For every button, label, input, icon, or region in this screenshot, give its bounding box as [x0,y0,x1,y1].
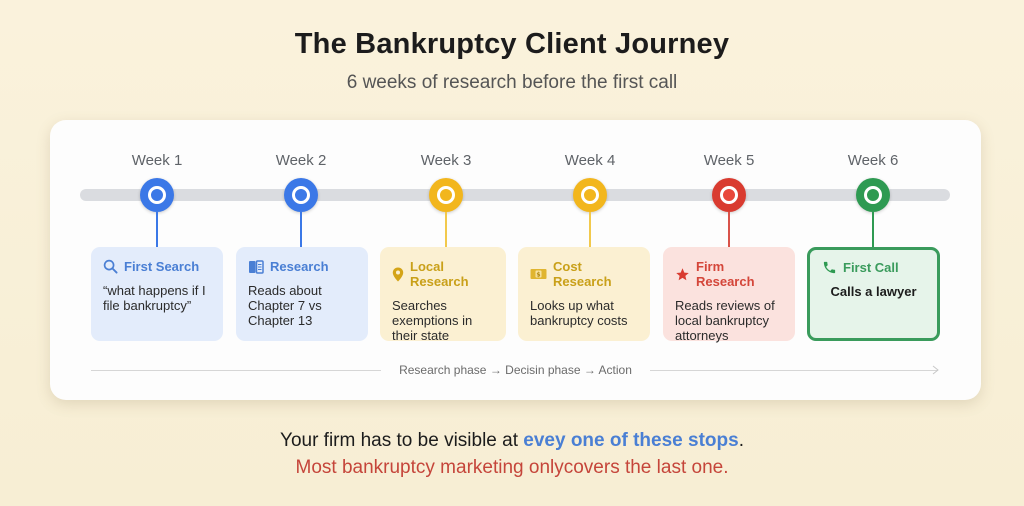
timeline-track [80,189,950,201]
stage-description: Calls a lawyer [830,284,917,299]
stage-title: Firm Research [696,259,755,289]
journey-panel: Week 1 First Search “what happens if I f… [50,120,981,400]
footer-suffix: . [738,430,744,451]
timeline-stem-6 [872,212,874,247]
stage-card-research: Research Reads about Chapter 7 vs Chapte… [236,247,368,341]
timeline-stem-3 [445,212,447,247]
arrow-right-icon [932,365,939,375]
phase-line-left [91,370,381,371]
star-icon [676,267,689,280]
search-icon [103,259,118,274]
timeline-stem-4 [589,212,591,247]
stage-description: “what happens if I file bankruptcy” [103,283,206,313]
stage-description: Reads about Chapter 7 vs Chapter 13 [248,283,322,328]
week-label-4: Week 4 [564,152,616,169]
timeline-stem-5 [728,212,730,247]
timeline-marker-6 [856,178,890,212]
stage-title: Cost Research [553,259,612,289]
money-icon: $ [530,269,547,279]
week-label-5: Week 5 [703,152,755,169]
phone-icon [823,261,836,274]
stage-card-firm-research: Firm Research Reads reviews of local ban… [663,247,795,343]
stage-card-cost-research: $ Cost Research Looks up what bankruptcy… [518,247,650,341]
footer-line-1: Your firm has to be visible at evey one … [0,430,1024,452]
timeline-stem-1 [156,212,158,247]
stage-title: First Call [843,260,899,275]
week-label-3: Week 3 [420,152,472,169]
timeline-marker-2 [284,178,318,212]
timeline-marker-4 [573,178,607,212]
phase-label: Research phase → Decisin phase → Action [399,363,632,377]
stage-description: Reads reviews of local bankruptcy attorn… [675,298,775,343]
stage-card-first-search: First Search “what happens if I file ban… [91,247,223,341]
stage-card-local-research: Local Research Searches exemptions in th… [380,247,506,343]
stage-title: First Search [124,259,200,274]
timeline-marker-1 [140,178,174,212]
timeline-stem-2 [300,212,302,247]
stage-description: Searches exemptions in their state [392,298,473,343]
timeline-marker-3 [429,178,463,212]
location-pin-icon [392,267,404,281]
footer-line-2: Most bankruptcy marketing onlycovers the… [295,457,729,478]
phase-line-right [650,370,938,371]
stage-description: Looks up what bankruptcy costs [530,298,628,328]
timeline-marker-5 [712,178,746,212]
stage-title: Research [270,259,329,274]
stage-card-first-call: First Call Calls a lawyer [807,247,940,341]
page-subtitle: 6 weeks of research before the first cal… [346,72,678,93]
week-label-2: Week 2 [275,152,327,169]
week-label-6: Week 6 [847,152,899,169]
week-label-1: Week 1 [131,152,183,169]
book-icon [249,259,264,274]
footer-prefix: Your firm has to be visible at [280,430,524,451]
stage-title: Local Research [410,259,469,289]
page-title: The Bankruptcy Client Journey [294,28,730,60]
svg-text:$: $ [536,271,540,278]
footer-highlight: evey one of these stops [523,430,739,451]
